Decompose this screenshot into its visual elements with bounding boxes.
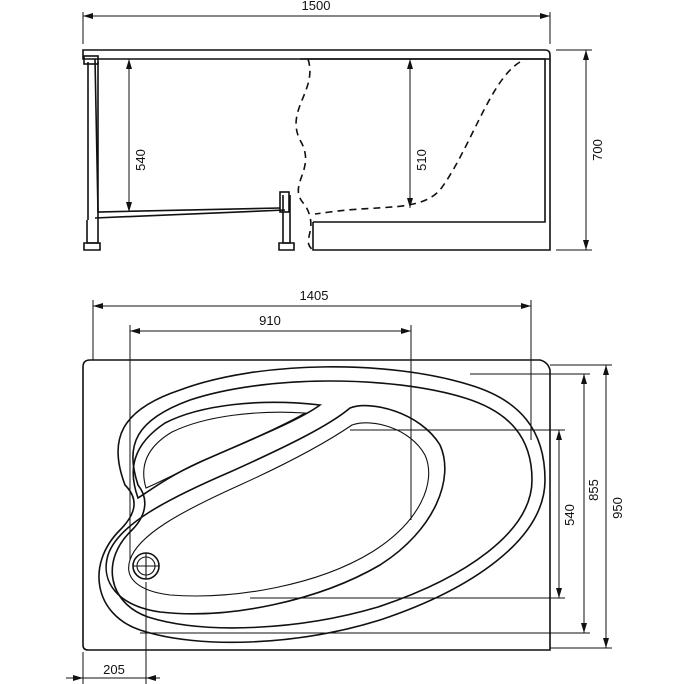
side-view-bowl-curve [314,61,521,215]
top-view: 1405 910 950 855 [66,288,625,684]
side-view-cut-line [295,58,314,251]
side-view-left-wall [94,58,281,213]
dim-bowl-length-label: 1405 [300,288,329,303]
top-view-inner-rim [111,380,533,629]
top-view-outer-oval [98,366,546,644]
side-view-front-panel-base [312,59,551,251]
dim-basin-length-label: 910 [259,313,281,328]
dim-drain-offset: 205 [66,582,160,684]
dim-height: 700 [556,49,605,251]
dim-bowl-width: 855 [140,373,601,634]
dim-total-length-label: 1500 [302,0,331,13]
side-view-legs [83,55,295,251]
dim-inner-depth-right-label: 510 [414,149,429,171]
side-view: 1500 700 540 510 [82,0,605,251]
dim-inner-depth-left-label: 540 [133,149,148,171]
dim-total-width-label: 950 [610,497,625,519]
side-view-drain [279,191,290,213]
top-view-basin-inner [128,422,430,597]
dim-inner-depth-left: 540 [126,59,148,212]
top-view-basin-outer [105,404,446,615]
dim-bowl-length: 1405 [92,288,532,440]
dim-drain-offset-label: 205 [103,662,125,677]
dim-inner-depth-right: 510 [407,59,429,208]
dim-basin-length: 910 [129,313,412,560]
side-view-rim [82,49,551,60]
dim-basin-width-label: 540 [562,504,577,526]
side-view-body [300,58,546,223]
dim-total-width: 950 [550,364,625,649]
dim-height-label: 700 [590,139,605,161]
dim-basin-width: 540 [250,429,577,599]
top-view-drain [132,552,160,580]
dim-total-length: 1500 [82,0,551,44]
top-view-outer-rim [82,359,551,651]
dim-bowl-width-label: 855 [586,479,601,501]
top-view-headrest-inner [143,411,307,489]
side-view-bottom-slope [94,209,286,219]
